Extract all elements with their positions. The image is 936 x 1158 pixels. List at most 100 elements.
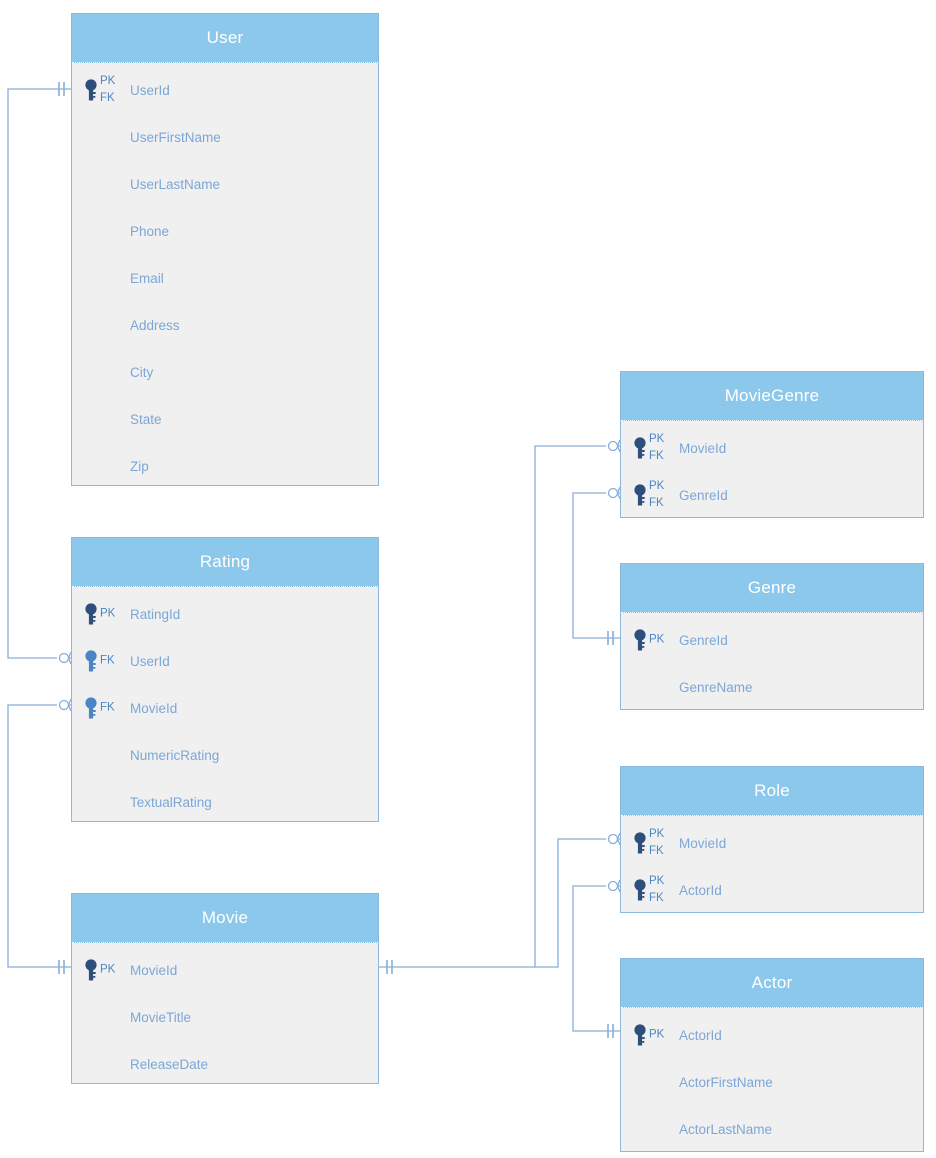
attribute-key-cell <box>72 355 130 389</box>
entity-title-rating: Rating <box>72 538 378 587</box>
key-flag-fk: FK <box>100 701 115 714</box>
attribute-key-cell: PK <box>621 1018 679 1052</box>
key-flag-fk: FK <box>649 891 664 904</box>
attribute-row[interactable]: Phone <box>72 214 378 248</box>
attribute-name: GenreName <box>679 679 753 695</box>
attribute-row[interactable]: UserFirstName <box>72 120 378 154</box>
attribute-key-cell: PK FK <box>621 873 679 907</box>
attribute-name: City <box>130 364 154 380</box>
attribute-row[interactable]: Zip <box>72 449 378 483</box>
key-flag-pk: PK <box>649 1028 665 1041</box>
foreign-key-icon <box>84 650 99 672</box>
key-flag-pk: PK <box>100 75 116 87</box>
attribute-row[interactable]: ActorFirstName <box>621 1065 923 1099</box>
attribute-key-cell <box>72 785 130 819</box>
attribute-name: Email <box>130 270 164 286</box>
attribute-row[interactable]: PK FK ActorId <box>621 873 923 907</box>
attribute-name: ActorId <box>679 1027 722 1043</box>
attribute-key-cell <box>72 449 130 483</box>
attribute-row[interactable]: City <box>72 355 378 389</box>
key-flag-pk: PK <box>649 433 665 445</box>
attribute-name: State <box>130 411 162 427</box>
attribute-key-cell: PK <box>72 953 130 987</box>
attribute-name: ActorFirstName <box>679 1074 773 1090</box>
attribute-row[interactable]: NumericRating <box>72 738 378 772</box>
attribute-row[interactable]: Address <box>72 308 378 342</box>
attribute-key-cell <box>72 402 130 436</box>
attribute-row[interactable]: PK ActorId <box>621 1018 923 1052</box>
attribute-row[interactable]: TextualRating <box>72 785 378 819</box>
attribute-key-cell <box>72 120 130 154</box>
attribute-key-cell <box>621 1065 679 1099</box>
attribute-name: MovieId <box>130 700 178 716</box>
entity-title-genre: Genre <box>621 564 923 613</box>
attribute-name: Phone <box>130 223 170 239</box>
primary-key-icon <box>633 629 648 651</box>
attribute-name: MovieTitle <box>130 1009 192 1025</box>
entity-title-user: User <box>72 14 378 63</box>
primary-key-icon <box>633 832 648 854</box>
attribute-row[interactable]: MovieTitle <box>72 1000 378 1034</box>
primary-key-icon <box>84 79 99 101</box>
key-flag-fk: FK <box>649 496 664 509</box>
primary-key-icon <box>633 437 648 459</box>
key-flag-pk: PK <box>100 607 116 620</box>
attribute-row[interactable]: FK MovieId <box>72 691 378 725</box>
attribute-name: UserLastName <box>130 176 221 192</box>
attribute-key-cell <box>72 214 130 248</box>
attribute-row[interactable]: FK UserId <box>72 644 378 678</box>
attribute-row[interactable]: Email <box>72 261 378 295</box>
attribute-row[interactable]: ActorLastName <box>621 1112 923 1146</box>
attribute-name: NumericRating <box>130 747 220 763</box>
key-flag-pk: PK <box>649 875 665 887</box>
primary-key-icon <box>84 959 99 981</box>
attribute-row[interactable]: UserLastName <box>72 167 378 201</box>
key-flag-pk: PK <box>649 633 665 646</box>
connector-genre-moviegenre <box>572 486 621 646</box>
foreign-key-icon <box>84 697 99 719</box>
attribute-row[interactable]: GenreName <box>621 670 923 704</box>
attribute-name: ActorId <box>679 882 722 898</box>
key-flag-fk: FK <box>649 844 664 857</box>
attribute-name: ReleaseDate <box>130 1056 209 1072</box>
primary-key-icon <box>633 879 648 901</box>
key-flag-pk: PK <box>100 963 116 976</box>
entity-title-actor: Actor <box>621 959 923 1008</box>
attribute-key-cell: PK <box>621 623 679 657</box>
primary-key-icon <box>633 484 648 506</box>
connector-movie-rating <box>7 698 72 975</box>
attribute-row[interactable]: ReleaseDate <box>72 1047 378 1081</box>
entity-title-movie: Movie <box>72 894 378 943</box>
attribute-row[interactable]: State <box>72 402 378 436</box>
attribute-name: UserId <box>130 653 170 669</box>
entity-title-role: Role <box>621 767 923 816</box>
primary-key-icon <box>84 603 99 625</box>
key-flag-fk: FK <box>100 654 115 667</box>
attribute-name: ActorLastName <box>679 1121 773 1137</box>
